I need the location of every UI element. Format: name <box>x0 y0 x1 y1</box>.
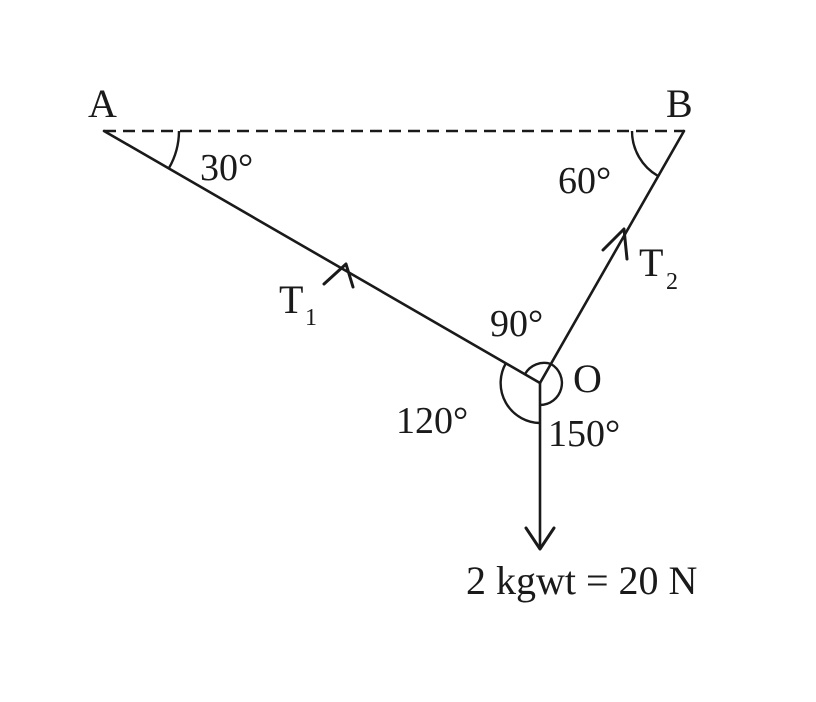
angle-label-120: 120° <box>396 400 468 442</box>
string-OA <box>102 129 542 385</box>
angle-arc-B <box>630 130 659 178</box>
angle-arc-A <box>167 130 181 169</box>
tension-T2-label: T <box>639 240 663 285</box>
tension-T2-arrowhead <box>601 227 629 261</box>
angle-arc-150 <box>539 362 564 407</box>
angle-label-150: 150° <box>548 413 620 455</box>
weight-arrowhead <box>524 526 556 551</box>
tension-T1-label: T <box>279 277 303 322</box>
point-label-O: O <box>573 356 602 401</box>
tension-T1-arrowhead <box>322 262 355 289</box>
angle-label-60: 60° <box>558 160 611 202</box>
angle-label-30: 30° <box>200 147 253 189</box>
weight-label: 2 kgwt = 20 N <box>466 558 697 603</box>
tension-T1-subscript: 1 <box>305 305 317 331</box>
string-OB <box>538 129 686 385</box>
point-label-B: B <box>666 81 693 126</box>
angle-label-90: 90° <box>490 303 543 345</box>
point-label-A: A <box>88 81 117 126</box>
angle-arc-120 <box>499 362 541 425</box>
tension-T2-subscript: 2 <box>666 269 678 295</box>
angle-arc-90 <box>523 361 552 375</box>
